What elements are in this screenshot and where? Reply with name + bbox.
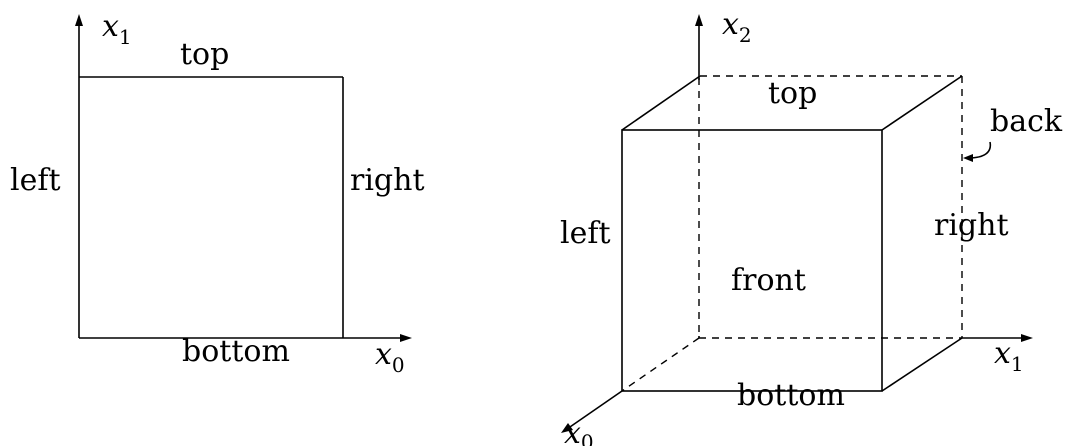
cube-back-label: back — [990, 104, 1063, 139]
cube-bottom-right-edge — [881, 337, 963, 392]
cube-top-label: top — [768, 76, 817, 111]
square-x0-label: x0 — [375, 337, 405, 377]
cube-right-label: right — [934, 208, 1009, 243]
cube-x1-label: x1 — [994, 336, 1024, 376]
square-left-label: left — [10, 163, 61, 198]
back-pointer-arrowhead — [963, 154, 973, 162]
square-diagram: x1 x0 top bottom left right — [10, 9, 425, 377]
cube-top-left-edge — [621, 75, 701, 131]
cube-x0-arrowhead — [561, 423, 573, 433]
square-x1-arrowhead — [75, 14, 83, 26]
cube-diagram: x2 x1 x0 top bottom left right front bac… — [560, 7, 1063, 446]
cube-front-face — [621, 129, 883, 392]
square-top-label: top — [180, 37, 229, 72]
square-x0-arrowhead — [400, 334, 412, 342]
square-x1-label: x1 — [102, 9, 132, 49]
cube-bottom-label: bottom — [737, 378, 845, 413]
cube-x0-axis — [566, 390, 623, 430]
cube-left-label: left — [560, 216, 611, 251]
cube-x2-arrowhead — [695, 14, 703, 26]
cube-x0-label: x0 — [564, 416, 594, 446]
square-right-label: right — [350, 163, 425, 198]
cube-hidden-depth-edge — [621, 337, 700, 392]
cube-x2-label: x2 — [722, 7, 752, 47]
square-bottom-label: bottom — [182, 334, 290, 369]
cube-top-right-edge — [881, 75, 963, 131]
cube-front-label: front — [731, 263, 806, 298]
cube-x1-arrowhead — [1021, 334, 1033, 342]
